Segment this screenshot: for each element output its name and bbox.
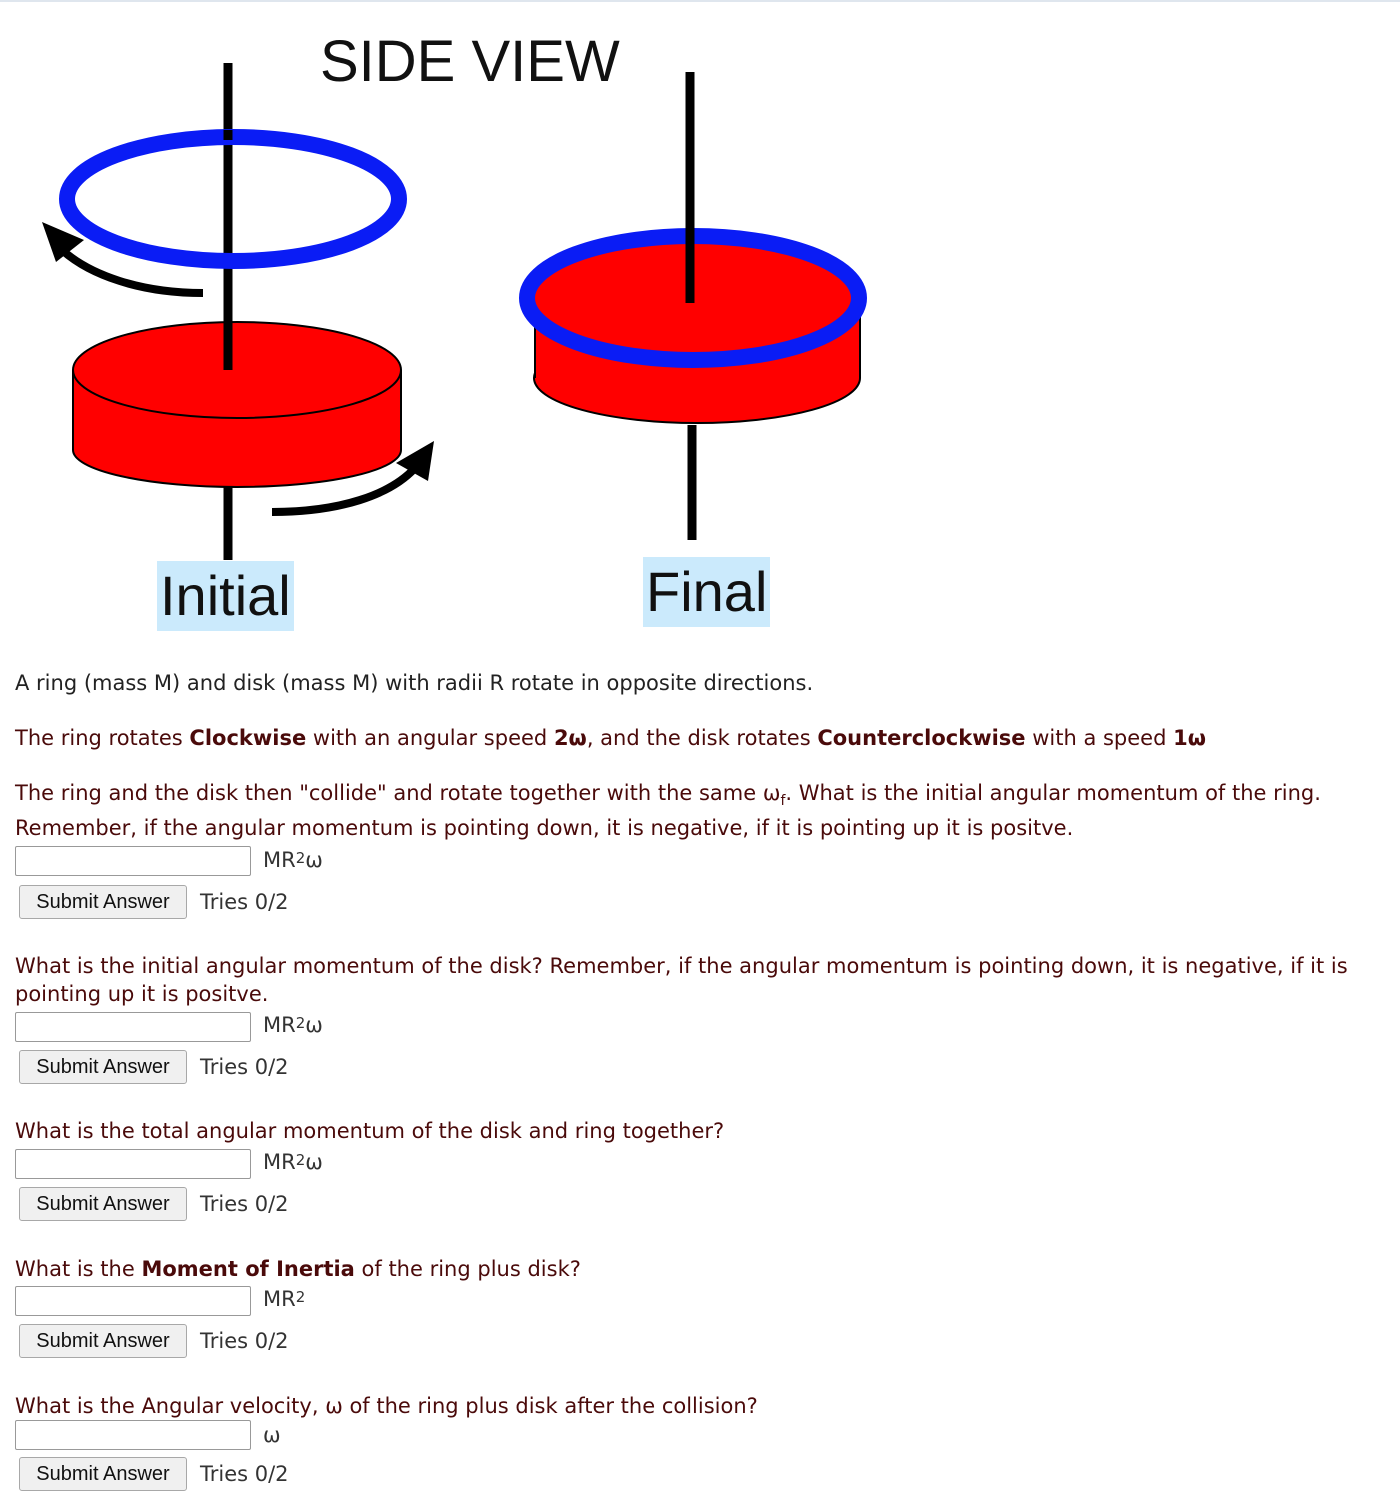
answer-input-5[interactable]: [15, 1420, 251, 1450]
rotation-diagram: [42, 63, 867, 560]
ring-rotation-arrow: [59, 246, 204, 297]
submit-answer-button-2[interactable]: Submit Answer: [19, 1050, 187, 1084]
unit-4: MR2: [263, 1287, 306, 1311]
submit-answer-button-4[interactable]: Submit Answer: [19, 1324, 187, 1358]
intro-line-3: The ring and the disk then "collide" and…: [15, 781, 1321, 809]
question-5-prompt: What is the Angular velocity, ω of the r…: [15, 1394, 758, 1418]
disk-rotation-arrow: [271, 465, 418, 516]
figure-title: SIDE VIEW: [320, 29, 620, 94]
ring-arrow-head: [42, 222, 84, 262]
initial-disk: [72, 321, 402, 488]
side-view-figure: SIDE VIEW Initial Final: [0, 0, 900, 650]
answer-input-2[interactable]: [15, 1012, 251, 1042]
top-divider: [0, 0, 1400, 2]
disk-arrow-head: [396, 441, 434, 481]
label-initial: Initial: [157, 561, 294, 631]
label-final: Final: [643, 557, 771, 627]
intro-line-2: The ring rotates Clockwise with an angul…: [15, 726, 1206, 750]
unit-5: ω: [263, 1423, 281, 1447]
submit-answer-button-1[interactable]: Submit Answer: [19, 885, 187, 919]
tries-counter-2: Tries 0/2: [200, 1055, 289, 1079]
question-3-prompt: What is the total angular momentum of th…: [15, 1119, 725, 1143]
question-2-prompt: What is the initial angular momentum of …: [15, 954, 1348, 1006]
tries-counter-5: Tries 0/2: [200, 1462, 289, 1486]
intro-line-4: Remember, if the angular momentum is poi…: [15, 816, 1074, 840]
unit-3: MR2ω: [263, 1150, 323, 1174]
initial-ring: [59, 129, 407, 269]
tries-counter-4: Tries 0/2: [200, 1329, 289, 1353]
question-4-prompt: What is the Moment of Inertia of the rin…: [15, 1257, 581, 1281]
submit-answer-button-5[interactable]: Submit Answer: [19, 1457, 187, 1491]
intro-line-1: A ring (mass M) and disk (mass M) with r…: [15, 671, 814, 695]
tries-counter-1: Tries 0/2: [200, 890, 289, 914]
submit-answer-button-3[interactable]: Submit Answer: [19, 1187, 187, 1221]
unit-2: MR2ω: [263, 1013, 323, 1037]
answer-input-3[interactable]: [15, 1149, 251, 1179]
tries-counter-3: Tries 0/2: [200, 1192, 289, 1216]
answer-input-1[interactable]: [15, 846, 251, 876]
unit-1: MR2ω: [263, 848, 323, 872]
answer-input-4[interactable]: [15, 1286, 251, 1316]
